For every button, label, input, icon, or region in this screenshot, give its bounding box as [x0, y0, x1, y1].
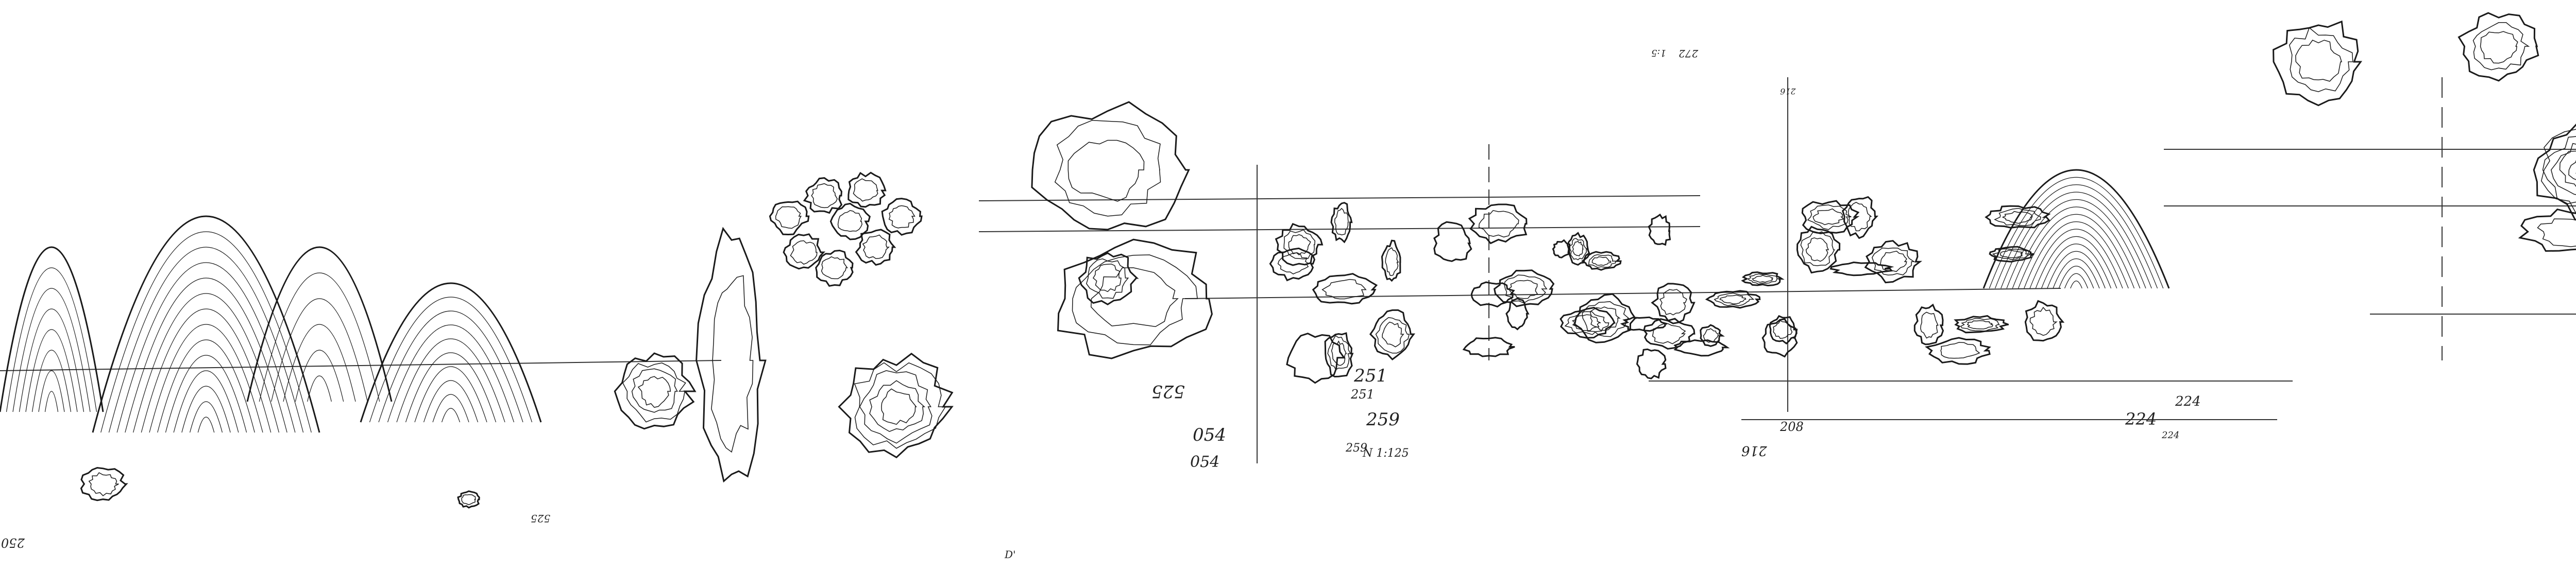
small-object	[1369, 309, 1415, 361]
small-object	[1286, 333, 1346, 384]
small-object	[1573, 293, 1637, 343]
shell	[246, 246, 393, 402]
small-object	[1560, 306, 1616, 339]
sponge	[696, 227, 767, 483]
small-object	[1648, 213, 1671, 246]
small-shell	[1078, 252, 1139, 306]
coral	[2273, 20, 2363, 107]
annotation: 272	[1679, 47, 1699, 60]
annotation: 250	[1, 535, 25, 550]
annotation: 224	[2125, 409, 2157, 429]
annotation: 216	[1780, 86, 1796, 96]
coral	[2458, 12, 2539, 82]
small-object	[1493, 269, 1555, 307]
pebble	[457, 490, 480, 509]
annotation: 224	[2162, 430, 2180, 441]
small-object	[1841, 196, 1878, 239]
small-object	[1741, 271, 1785, 287]
annotation: 054	[1193, 425, 1226, 445]
small-object	[1636, 348, 1667, 379]
small-object	[1673, 339, 1730, 357]
annotation: D'	[1005, 548, 1016, 561]
annotation: 525	[1151, 381, 1185, 402]
small-object	[1705, 290, 1761, 309]
annotation: 216	[1741, 443, 1767, 458]
bubble	[829, 202, 871, 240]
annotation: 259	[1346, 442, 1367, 455]
small-object	[1468, 203, 1528, 245]
small-object	[1989, 246, 2035, 263]
bubble	[848, 171, 887, 208]
small-object	[1552, 239, 1571, 258]
round-shell	[614, 352, 697, 430]
small-object	[1954, 315, 2009, 334]
small-object	[1925, 337, 1991, 365]
small-object	[1312, 273, 1378, 305]
small-object	[1864, 240, 1923, 284]
bubble	[803, 177, 843, 214]
annotation: 224	[2175, 394, 2201, 409]
annotation: 208	[1780, 420, 1804, 434]
drawn-objects	[0, 12, 2576, 509]
small-object	[1913, 303, 1944, 345]
bubble	[815, 249, 854, 287]
small-object	[1651, 283, 1696, 324]
annotation: 525	[531, 512, 551, 525]
small-object	[1620, 316, 1668, 332]
pebble	[80, 466, 128, 501]
scallop-shell	[1982, 169, 2170, 289]
small-object	[1330, 202, 1353, 244]
bubble	[855, 229, 896, 266]
shell	[0, 246, 104, 412]
small-object	[1381, 239, 1401, 282]
shell	[360, 282, 542, 423]
small-object	[1470, 281, 1515, 308]
annotation: 1:5	[1651, 47, 1666, 58]
annotation: 259	[1366, 409, 1400, 430]
bubble	[783, 233, 826, 270]
small-object	[1761, 318, 1798, 358]
shell	[92, 215, 320, 433]
small-object	[1829, 261, 1894, 276]
small-object	[1462, 337, 1515, 357]
annotation: 251	[1354, 366, 1387, 386]
small-object	[1275, 223, 1324, 266]
small-object	[1269, 247, 1316, 282]
bubble	[881, 198, 923, 236]
small-object	[1985, 205, 2051, 229]
bubble	[769, 200, 810, 236]
ring	[1769, 315, 1798, 345]
round-shell	[838, 353, 954, 459]
annotation: 251	[1351, 387, 1375, 402]
small-object	[1433, 221, 1472, 262]
small-object	[1801, 200, 1860, 234]
construction-lines	[0, 77, 2576, 463]
shell	[2518, 208, 2576, 252]
small-object	[1505, 298, 1530, 331]
small-object	[1567, 232, 1590, 266]
small-object	[1581, 251, 1622, 271]
small-object	[1324, 332, 1354, 378]
small-object	[1643, 318, 1696, 350]
oval-shell	[1057, 238, 1213, 359]
annotation: 054	[1190, 453, 1220, 471]
small-object	[1796, 226, 1841, 274]
small-object	[2024, 300, 2065, 342]
annotation: N 1:125	[1363, 447, 1409, 460]
spiral-shell	[2533, 124, 2576, 221]
shell	[1031, 101, 1190, 231]
